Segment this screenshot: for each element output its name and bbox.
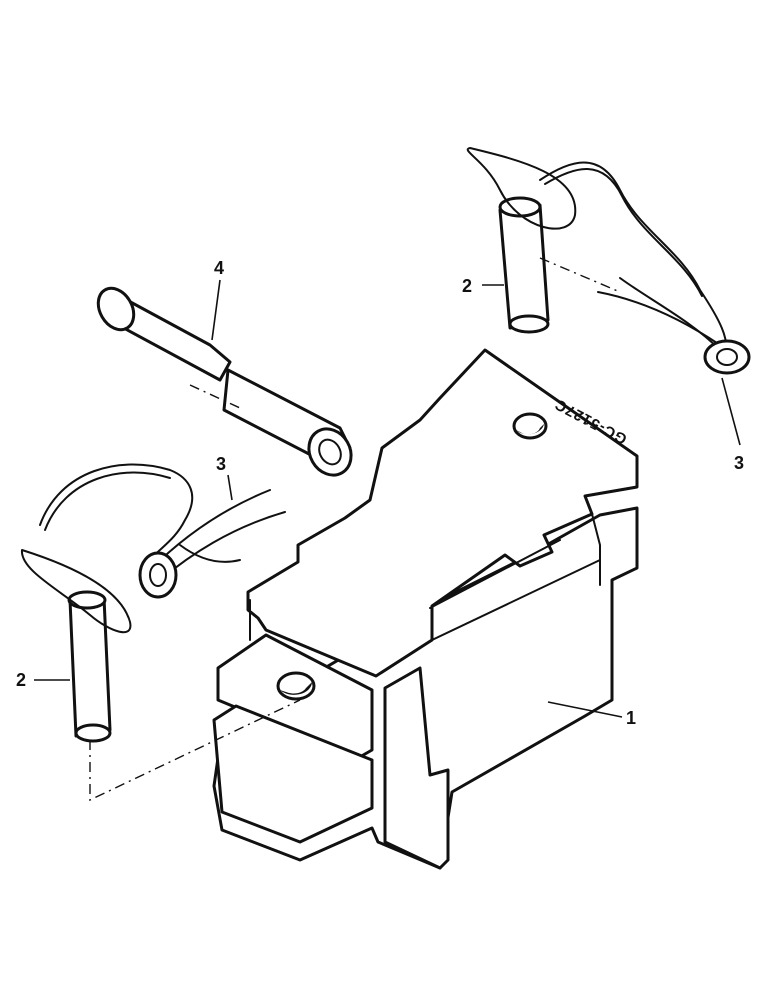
callout-4: 4 <box>214 258 224 278</box>
sleeve-bushing <box>96 286 353 477</box>
pin-left <box>20 463 194 743</box>
clip-left <box>138 489 286 599</box>
callout-1: 1 <box>626 708 636 728</box>
callout-3-right: 3 <box>734 453 744 473</box>
pin-right <box>466 147 728 356</box>
callout-2-right: 2 <box>462 276 472 296</box>
leader-lines <box>34 279 741 718</box>
callout-2-left: 2 <box>16 670 26 690</box>
clip-right <box>597 277 751 375</box>
callout-3-left: 3 <box>216 454 226 474</box>
hitch-body <box>212 348 639 870</box>
assembly-lines <box>89 257 621 802</box>
